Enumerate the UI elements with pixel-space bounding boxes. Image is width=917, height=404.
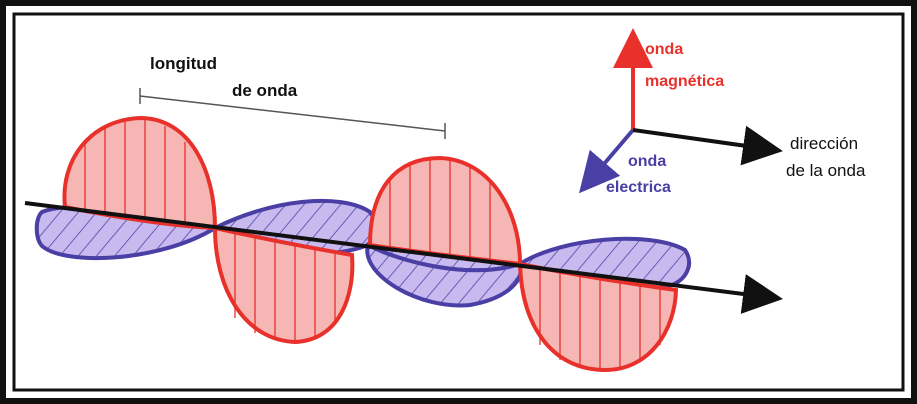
magnetic-label-line2: magnética: [645, 73, 725, 90]
arrow-down-left-icon: [579, 128, 635, 194]
axis-legend: [579, 28, 783, 194]
inner-frame: [12, 12, 905, 392]
direction-label-line2: de la onda: [786, 161, 866, 180]
electric-label-line1: onda: [628, 153, 667, 170]
arrow-right-icon: [632, 125, 783, 166]
propagation-axis: [24, 201, 783, 314]
magnetic-label-line1: onda: [645, 41, 684, 58]
wavelength-label-line2: de onda: [232, 81, 298, 100]
wavelength-label-line1: longitud: [150, 54, 218, 73]
electric-label-line2: electrica: [606, 179, 671, 196]
direction-label-line1: dirección: [790, 134, 859, 153]
wavelength-bracket: [139, 88, 446, 139]
